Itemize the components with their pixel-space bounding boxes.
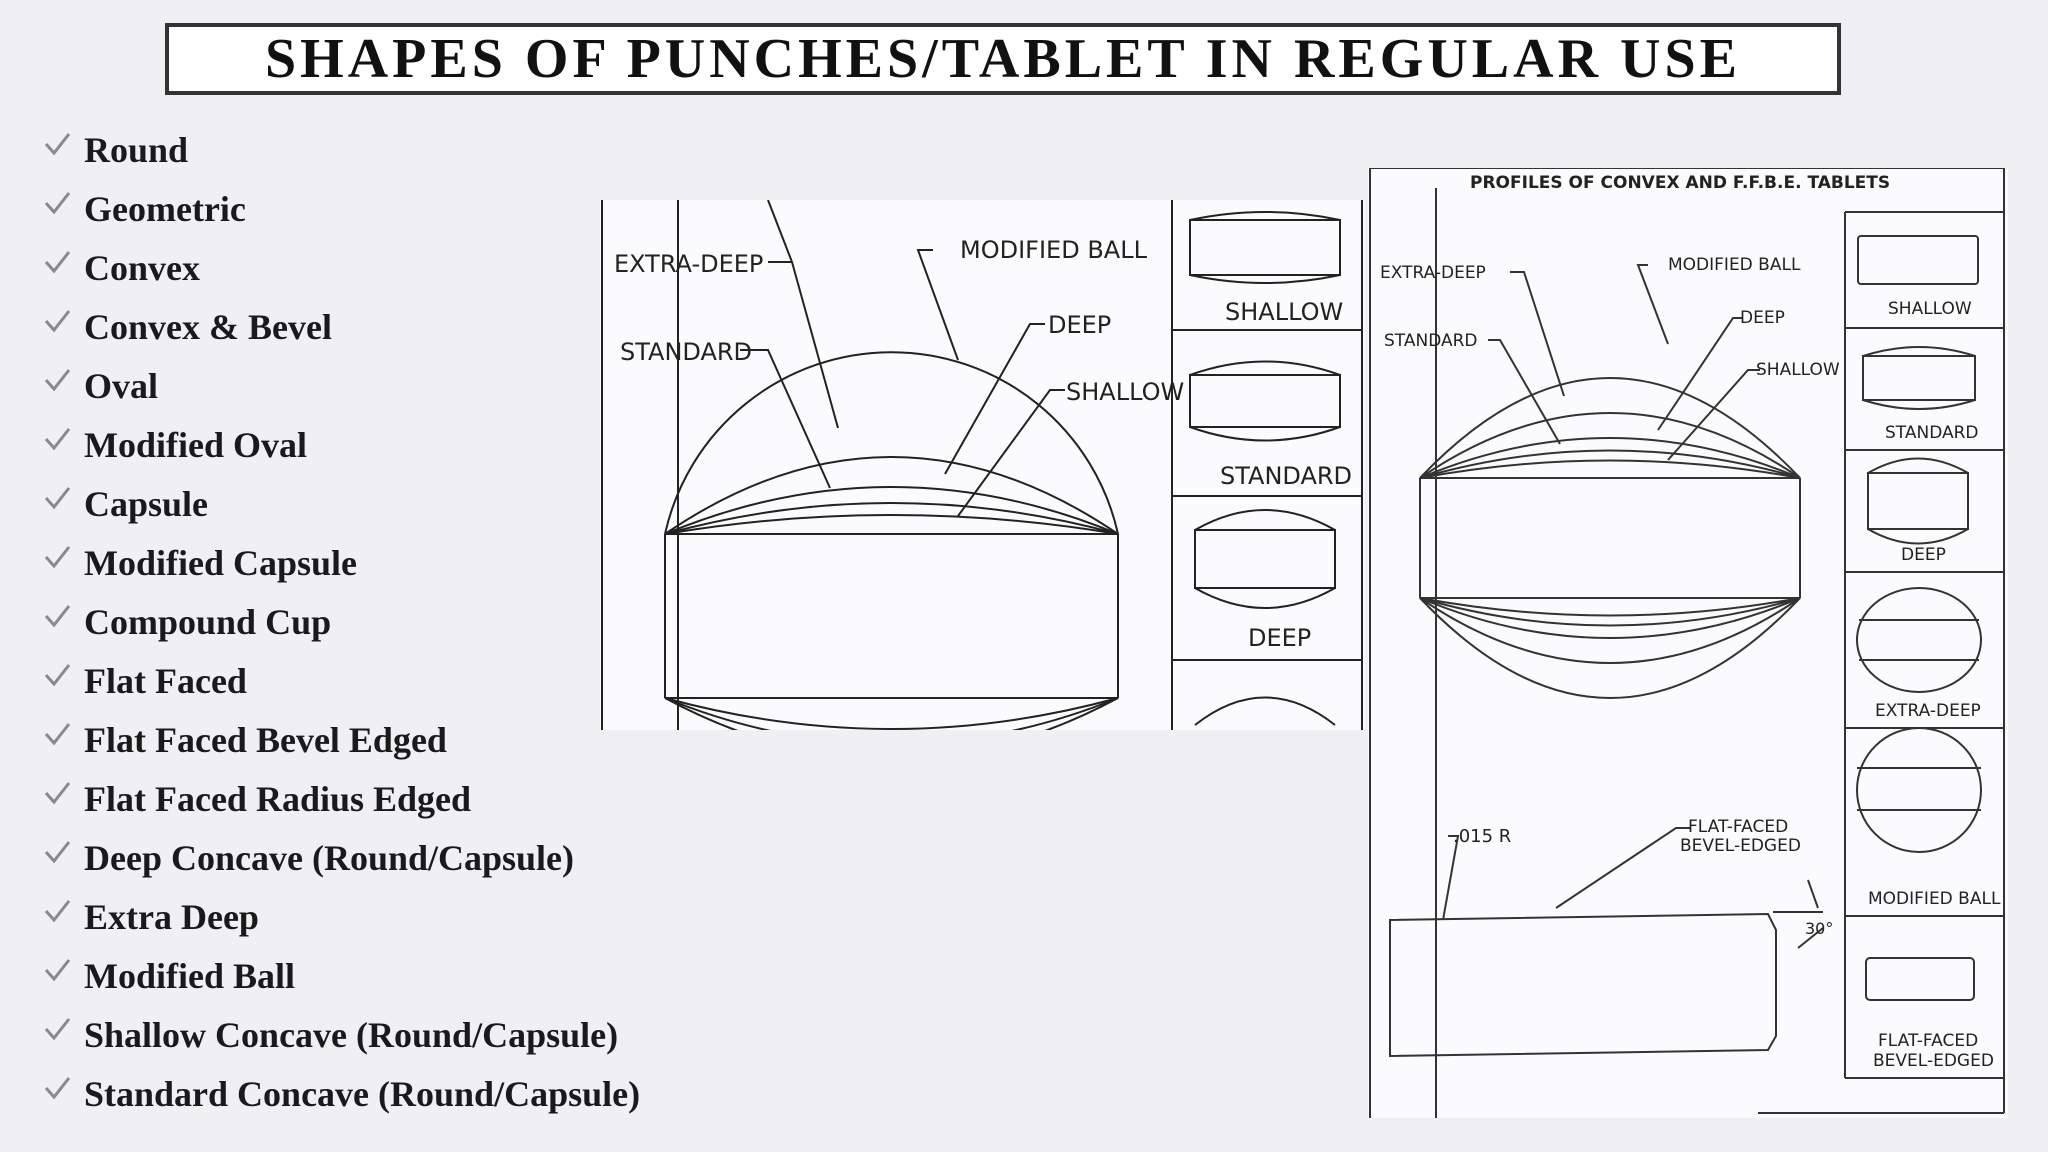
r-label-ffbe-2: BEVEL-EDGED [1680,836,1801,856]
check-icon [44,427,71,450]
r-label-radius: .015 R [1453,826,1511,847]
list-item: Deep Concave (Round/Capsule) [42,828,640,887]
list-item: Modified Oval [42,415,640,474]
page-title: SHAPES OF PUNCHES/TABLET IN REGULAR USE [265,28,1741,90]
title-box: SHAPES OF PUNCHES/TABLET IN REGULAR USE [165,23,1841,95]
check-icon [44,191,71,214]
r-label-angle: 30° [1805,919,1833,938]
shape-label: Extra Deep [84,896,259,937]
list-item: Oval [42,356,640,415]
shape-label: Modified Oval [84,424,307,465]
label-deep: DEEP [1048,311,1111,339]
profile-label-deep: DEEP [1248,624,1311,652]
label-standard: STANDARD [620,338,752,366]
r-label-shallow: SHALLOW [1756,360,1840,380]
shape-label: Round [84,129,189,170]
check-icon [44,545,71,568]
check-icon [44,899,71,922]
shape-label: Shallow Concave (Round/Capsule) [84,1014,619,1055]
label-shallow: SHALLOW [1066,378,1184,406]
list-item: Round [42,120,640,179]
profile-label-standard: STANDARD [1220,462,1352,490]
list-item: Standard Concave (Round/Capsule) [42,1064,640,1123]
r-profile-standard: STANDARD [1885,423,1979,443]
check-icon [44,604,71,627]
list-item: Convex [42,238,640,297]
list-item: Extra Deep [42,887,640,946]
r-profile-modified-ball: MODIFIED BALL [1868,889,2001,909]
check-icon [44,1017,71,1040]
diagram-left-svg: EXTRA-DEEP STANDARD MODIFIED BALL DEEP S… [601,200,1363,730]
check-icon [44,958,71,981]
check-icon [44,250,71,273]
shape-label: Flat Faced [84,660,247,701]
list-item: Compound Cup [42,592,640,651]
r-label-ffbe-1: FLAT-FACED [1688,817,1788,837]
list-item: Modified Capsule [42,533,640,592]
check-icon [44,663,71,686]
list-item: Flat Faced Bevel Edged [42,710,640,769]
shape-label: Oval [84,365,159,406]
shape-label: Modified Ball [84,955,296,996]
diagram-right-svg: PROFILES OF CONVEX AND F.F.B.E. TABLETS … [1369,168,2005,1118]
list-item: Geometric [42,179,640,238]
list-item: Convex & Bevel [42,297,640,356]
shape-label: Compound Cup [84,601,332,642]
shape-label: Modified Capsule [84,542,358,583]
list-item: Capsule [42,474,640,533]
profile-label-shallow: SHALLOW [1225,298,1343,326]
r-profile-shallow: SHALLOW [1888,299,1972,319]
shape-label: Standard Concave (Round/Capsule) [84,1073,641,1114]
check-icon [44,309,71,332]
check-icon [44,781,71,804]
shape-label: Convex & Bevel [84,306,332,347]
check-icon [44,486,71,509]
tablet-profile-diagram-left: EXTRA-DEEP STANDARD MODIFIED BALL DEEP S… [600,200,1365,730]
list-item: Flat Faced [42,651,640,710]
list-item: Flat Faced Radius Edged [42,769,640,828]
r-label-extra-deep: EXTRA-DEEP [1380,263,1486,283]
label-extra-deep: EXTRA-DEEP [614,250,763,278]
shape-label: Convex [84,247,200,288]
r-profile-extra-deep: EXTRA-DEEP [1875,701,1981,721]
check-icon [44,132,71,155]
list-item: Shallow Concave (Round/Capsule) [42,1005,640,1064]
check-icon [44,1076,71,1099]
list-item: Modified Ball [42,946,640,1005]
shape-label: Flat Faced Radius Edged [84,778,472,819]
shape-label: Deep Concave (Round/Capsule) [84,837,575,878]
r-profile-ffbe-2: BEVEL-EDGED [1873,1051,1994,1071]
r-profile-deep: DEEP [1901,545,1946,565]
label-modified-ball: MODIFIED BALL [960,236,1148,264]
shape-label: Geometric [84,188,246,229]
shape-label: Capsule [84,483,209,524]
tablet-profile-diagram-right: PROFILES OF CONVEX AND F.F.B.E. TABLETS … [1368,168,2008,1118]
check-icon [44,840,71,863]
r-label-deep: DEEP [1740,308,1785,328]
check-icon [44,722,71,745]
r-label-standard: STANDARD [1384,331,1478,351]
diagram-heading: PROFILES OF CONVEX AND F.F.B.E. TABLETS [1470,173,1890,193]
shape-label: Flat Faced Bevel Edged [84,719,447,760]
r-label-modified-ball: MODIFIED BALL [1668,255,1801,275]
check-icon [44,368,71,391]
r-profile-ffbe-1: FLAT-FACED [1878,1031,1978,1051]
